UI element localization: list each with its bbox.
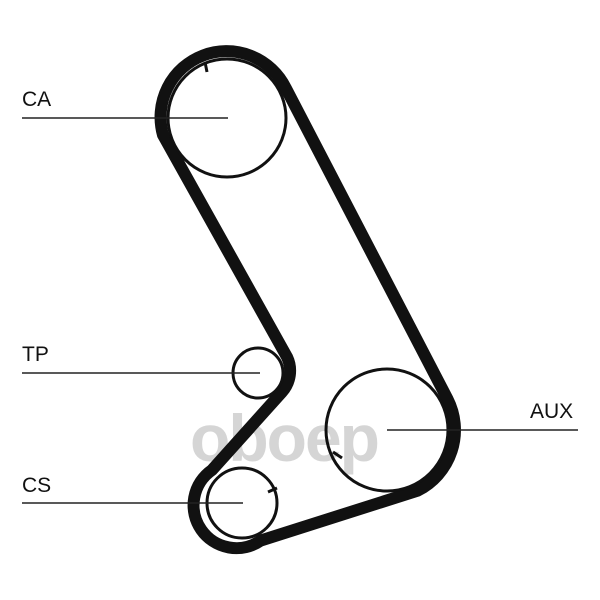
tp-label: TP bbox=[22, 343, 49, 366]
cs-timing-mark bbox=[267, 486, 278, 494]
ca-label: CA bbox=[22, 88, 52, 111]
ca-timing-mark bbox=[203, 61, 209, 73]
cs-label: CS bbox=[22, 474, 52, 497]
aux-label: AUX bbox=[530, 400, 574, 423]
timing-belt bbox=[154, 45, 461, 555]
aux-timing-mark bbox=[332, 450, 343, 460]
